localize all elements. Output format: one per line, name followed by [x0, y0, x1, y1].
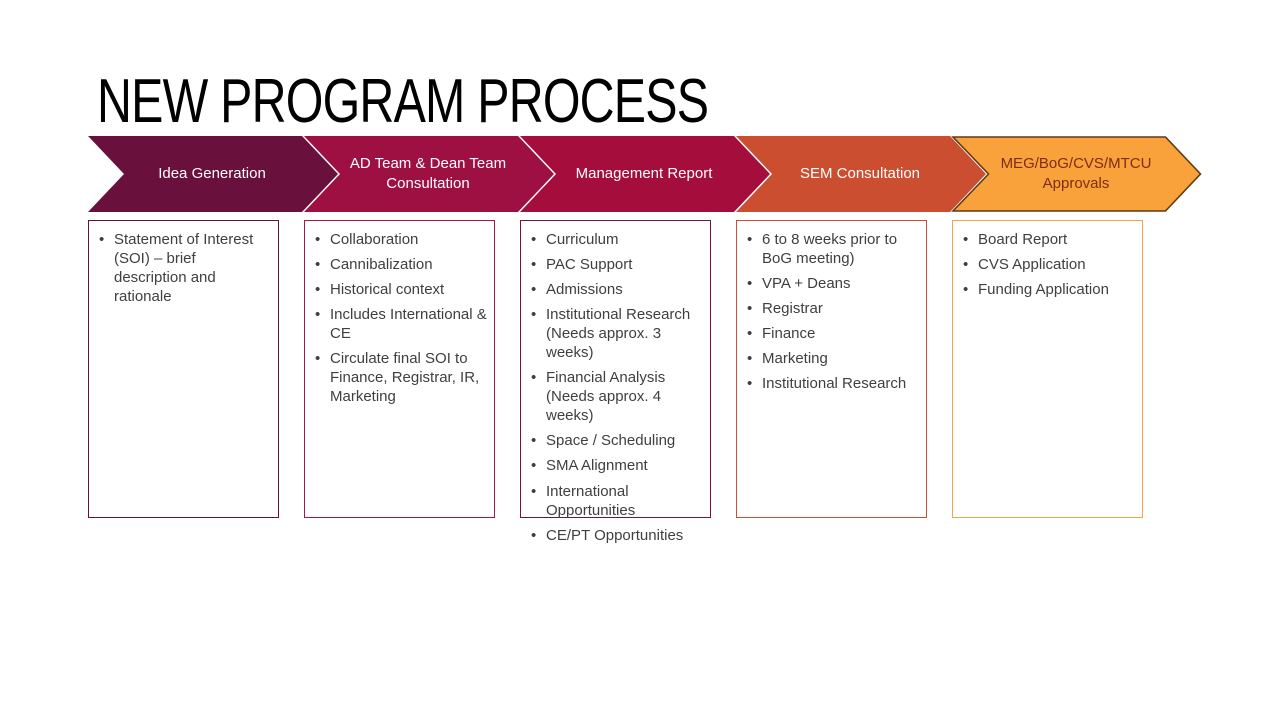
chevron-shape-sem-consultation — [736, 136, 986, 212]
chevron-label-approvals: MEG/BoG/CVS/MTCU Approvals — [1000, 155, 1152, 192]
chevron-arrow-icon — [736, 136, 986, 212]
bullet-item: CE/PT Opportunities — [531, 526, 704, 545]
bullet-list: Curriculum PAC Support Admissions Instit… — [521, 230, 710, 545]
chevron-arrow-icon — [304, 136, 554, 212]
chevron-shape-idea-generation — [88, 136, 338, 212]
stage-box-idea-generation: Statement of Interest (SOI) – brief desc… — [88, 220, 279, 518]
chevron-arrow-icon — [520, 136, 770, 212]
chevron-label-ad-team: AD Team & Dean Team Consultation — [349, 155, 507, 192]
chevron-shape-ad-team — [304, 136, 554, 212]
chevron-label-idea-generation: Idea Generation — [158, 165, 266, 183]
bullet-item: SMA Alignment — [531, 456, 704, 475]
bullet-item: Institutional Research (Needs approx. 3 … — [531, 305, 704, 362]
bullet-item: Finance — [747, 324, 920, 343]
bullet-item: International Opportunities — [531, 482, 704, 520]
bullet-item: 6 to 8 weeks prior to BoG meeting) — [747, 230, 920, 268]
bullet-item: Board Report — [963, 230, 1136, 249]
bullet-list: Collaboration Cannibalization Historical… — [305, 230, 494, 406]
bullet-item: Institutional Research — [747, 374, 920, 393]
bullet-item: PAC Support — [531, 255, 704, 274]
bullet-list: 6 to 8 weeks prior to BoG meeting) VPA +… — [737, 230, 926, 393]
bullet-list: Board Report CVS Application Funding App… — [953, 230, 1142, 299]
bullet-item: Funding Application — [963, 280, 1136, 299]
stage-box-management-report: Curriculum PAC Support Admissions Instit… — [520, 220, 711, 545]
stage-box-sem-consultation: 6 to 8 weeks prior to BoG meeting) VPA +… — [736, 220, 927, 518]
bullet-item: Includes International & CE — [315, 305, 488, 343]
slide-title: NEW PROGRAM PROCESS — [97, 67, 709, 136]
stage-box-approvals: Board Report CVS Application Funding App… — [952, 220, 1143, 518]
chevron-shape-management-report — [520, 136, 770, 212]
bullet-item: Cannibalization — [315, 255, 488, 274]
chevron-shape-approvals — [951, 136, 1202, 212]
bullet-item: Historical context — [315, 280, 488, 299]
bullet-item: Admissions — [531, 280, 704, 299]
chevron-arrow-icon — [88, 136, 338, 212]
bullet-item: Space / Scheduling — [531, 431, 704, 450]
bullet-list: Statement of Interest (SOI) – brief desc… — [89, 230, 278, 306]
bullet-item: Statement of Interest (SOI) – brief desc… — [99, 230, 272, 306]
bullet-item: VPA + Deans — [747, 274, 920, 293]
chevron-arrow-icon — [951, 136, 1202, 212]
bullet-item: Curriculum — [531, 230, 704, 249]
chevron-label-sem-consultation: SEM Consultation — [799, 165, 921, 183]
bullet-item: Marketing — [747, 349, 920, 368]
bullet-item: Registrar — [747, 299, 920, 318]
stage-box-ad-team: Collaboration Cannibalization Historical… — [304, 220, 495, 518]
bullet-item: Collaboration — [315, 230, 488, 249]
bullet-item: Financial Analysis (Needs approx. 4 week… — [531, 368, 704, 425]
chevron-label-management-report: Management Report — [575, 165, 713, 183]
bullet-item: Circulate final SOI to Finance, Registra… — [315, 349, 488, 406]
bullet-item: CVS Application — [963, 255, 1136, 274]
